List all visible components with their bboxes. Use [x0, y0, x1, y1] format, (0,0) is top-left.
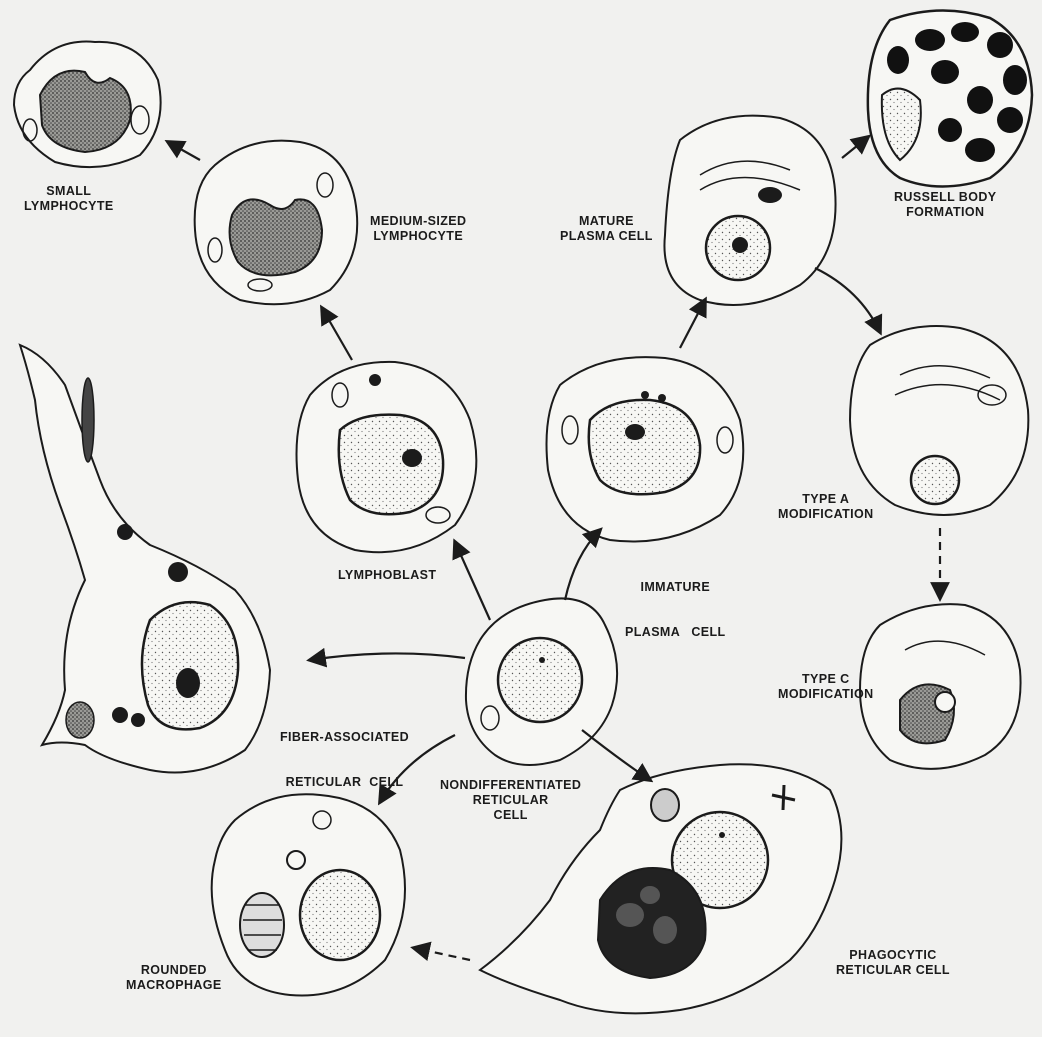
russell-body-cell	[868, 10, 1032, 186]
fiber-reticular-cell	[20, 345, 270, 773]
label-immature-plasma: IMMATURE PLASMA CELL	[625, 550, 726, 655]
lymphoblast-cell	[297, 362, 477, 552]
arrow-nondiff-to-fiber	[310, 653, 465, 660]
label-type-a: TYPE A MODIFICATION	[778, 492, 874, 522]
arrow-phagocytic-to-macrophage	[414, 948, 470, 960]
arrow-nondiff-to-phagocytic	[582, 730, 650, 780]
arrow-mature-to-russell	[842, 137, 868, 158]
arrow-lymphoblast-to-medium	[322, 308, 352, 360]
immature-plasma-cell	[547, 357, 744, 541]
label-rounded-macrophage: ROUNDED MACROPHAGE	[126, 963, 222, 993]
medium-lymphocyte-cell	[195, 141, 358, 305]
label-nondifferentiated: NONDIFFERENTIATED RETICULAR CELL	[440, 778, 581, 823]
type-a-modification-cell	[850, 326, 1028, 515]
arrow-mature-to-typea	[815, 268, 880, 332]
mature-plasma-cell	[664, 116, 835, 305]
label-medium-lymphocyte: MEDIUM-SIZED LYMPHOCYTE	[370, 214, 466, 244]
label-lymphoblast: LYMPHOBLAST	[338, 568, 436, 583]
label-fiber-reticular: FIBER-ASSOCIATED RETICULAR CELL	[280, 700, 409, 805]
label-type-c: TYPE C MODIFICATION	[778, 672, 874, 702]
arrow-nondiff-to-immature	[565, 530, 600, 600]
label-russell-body: RUSSELL BODY FORMATION	[894, 190, 997, 220]
arrow-immature-to-mature	[680, 300, 705, 348]
type-c-modification-cell	[860, 604, 1021, 769]
label-small-lymphocyte: SMALL LYMPHOCYTE	[24, 184, 114, 214]
label-phagocytic-reticular: PHAGOCYTIC RETICULAR CELL	[836, 948, 950, 978]
rounded-macrophage-cell	[212, 794, 405, 995]
small-lymphocyte-cell	[14, 42, 161, 168]
arrow-medium-to-small	[168, 142, 200, 160]
label-mature-plasma: MATURE PLASMA CELL	[560, 214, 653, 244]
arrow-nondiff-to-lymphoblast	[455, 542, 490, 620]
